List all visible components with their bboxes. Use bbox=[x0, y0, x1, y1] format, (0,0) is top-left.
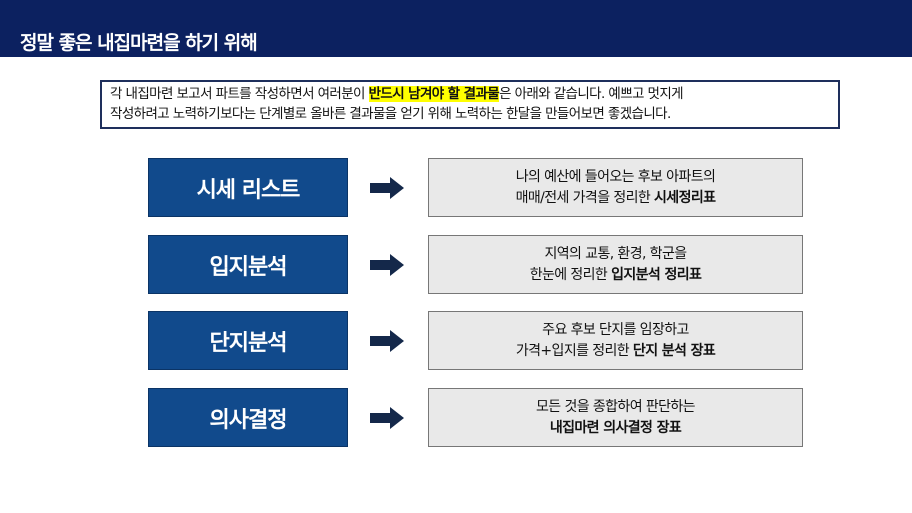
step-desc-line1: 나의 예산에 들어오는 후보 아파트의 bbox=[515, 168, 716, 185]
intro-text: 은 아래와 같습니다. 예쁘고 멋지게 bbox=[499, 86, 684, 102]
step-label-box: 시세 리스트 bbox=[148, 158, 348, 217]
step-desc-line1: 지역의 교통, 환경, 학군을 bbox=[544, 245, 687, 262]
step-label-box: 의사결정 bbox=[148, 388, 348, 447]
step-desc-line1: 모든 것을 종합하여 판단하는 bbox=[536, 398, 696, 415]
step-row: 단지분석 주요 후보 단지를 임장하고 가격+입지를 정리한 단지 분석 장표 bbox=[148, 311, 803, 370]
intro-text: 각 내집마련 보고서 파트를 작성하면서 여러분이 bbox=[110, 86, 369, 102]
arrow-right-icon bbox=[370, 407, 404, 429]
step-label: 단지분석 bbox=[209, 330, 288, 356]
step-description-box: 나의 예산에 들어오는 후보 아파트의 매매/전세 가격을 정리한 시세정리표 bbox=[428, 158, 803, 217]
arrow-right-icon bbox=[370, 254, 404, 276]
step-label: 의사결정 bbox=[209, 407, 288, 433]
step-desc-line2: 매매/전세 가격을 정리한 bbox=[515, 189, 655, 206]
intro-box: 각 내집마련 보고서 파트를 작성하면서 여러분이 반드시 남겨야 할 결과물은… bbox=[100, 80, 840, 129]
step-label: 시세 리스트 bbox=[196, 177, 301, 203]
step-label-box: 입지분석 bbox=[148, 235, 348, 294]
intro-text: 작성하려고 노력하기보다는 단계별로 올바른 결과물을 얻기 위해 노력하는 한… bbox=[110, 106, 671, 122]
step-deliverable: 단지 분석 장표 bbox=[632, 342, 716, 359]
arrow-right-icon bbox=[370, 330, 404, 352]
step-description-box: 모든 것을 종합하여 판단하는 내집마련 의사결정 장표 bbox=[428, 388, 803, 447]
step-desc-line2: 한눈에 정리한 bbox=[529, 266, 612, 283]
step-deliverable: 시세정리표 bbox=[654, 189, 716, 206]
step-label: 입지분석 bbox=[209, 254, 288, 280]
step-label-box: 단지분석 bbox=[148, 311, 348, 370]
step-deliverable: 내집마련 의사결정 장표 bbox=[549, 419, 682, 436]
step-description-box: 주요 후보 단지를 임장하고 가격+입지를 정리한 단지 분석 장표 bbox=[428, 311, 803, 370]
step-deliverable: 입지분석 정리표 bbox=[611, 266, 702, 283]
arrow-right-icon bbox=[370, 177, 404, 199]
step-row: 의사결정 모든 것을 종합하여 판단하는 내집마련 의사결정 장표 bbox=[148, 388, 803, 447]
page-title: 정말 좋은 내집마련을 하기 위해 bbox=[20, 32, 258, 54]
step-desc-line2: 가격+입지를 정리한 bbox=[515, 342, 633, 359]
intro-highlight: 반드시 남겨야 할 결과물 bbox=[368, 86, 500, 102]
step-desc-line1: 주요 후보 단지를 임장하고 bbox=[542, 321, 689, 338]
step-description-box: 지역의 교통, 환경, 학군을 한눈에 정리한 입지분석 정리표 bbox=[428, 235, 803, 294]
step-row: 입지분석 지역의 교통, 환경, 학군을 한눈에 정리한 입지분석 정리표 bbox=[148, 235, 803, 294]
header-bar: 정말 좋은 내집마련을 하기 위해 bbox=[0, 0, 912, 57]
step-row: 시세 리스트 나의 예산에 들어오는 후보 아파트의 매매/전세 가격을 정리한… bbox=[148, 158, 803, 217]
